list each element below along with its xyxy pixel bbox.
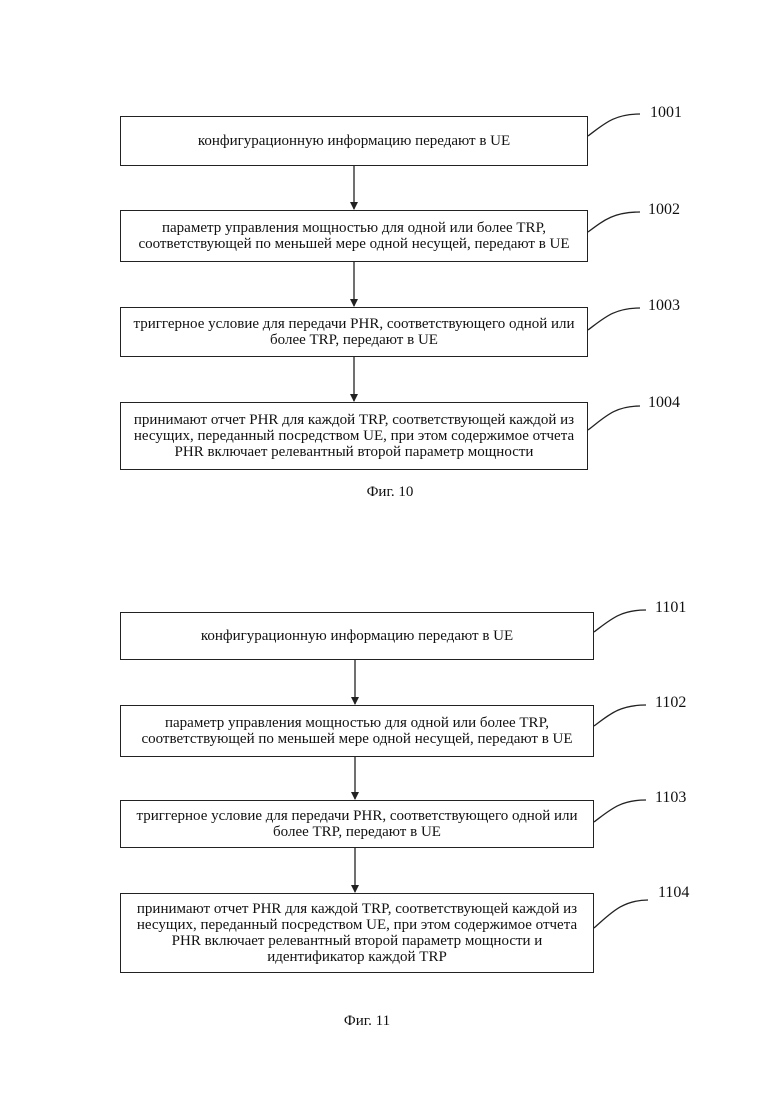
- leader-1104: [594, 900, 648, 928]
- leader-1102: [594, 705, 646, 726]
- leader-1002: [588, 212, 640, 232]
- leader-1003: [588, 308, 640, 330]
- leader-1103: [594, 800, 646, 822]
- leader-1004: [588, 406, 640, 430]
- leader-1101: [594, 610, 646, 632]
- leader-1001: [588, 114, 640, 136]
